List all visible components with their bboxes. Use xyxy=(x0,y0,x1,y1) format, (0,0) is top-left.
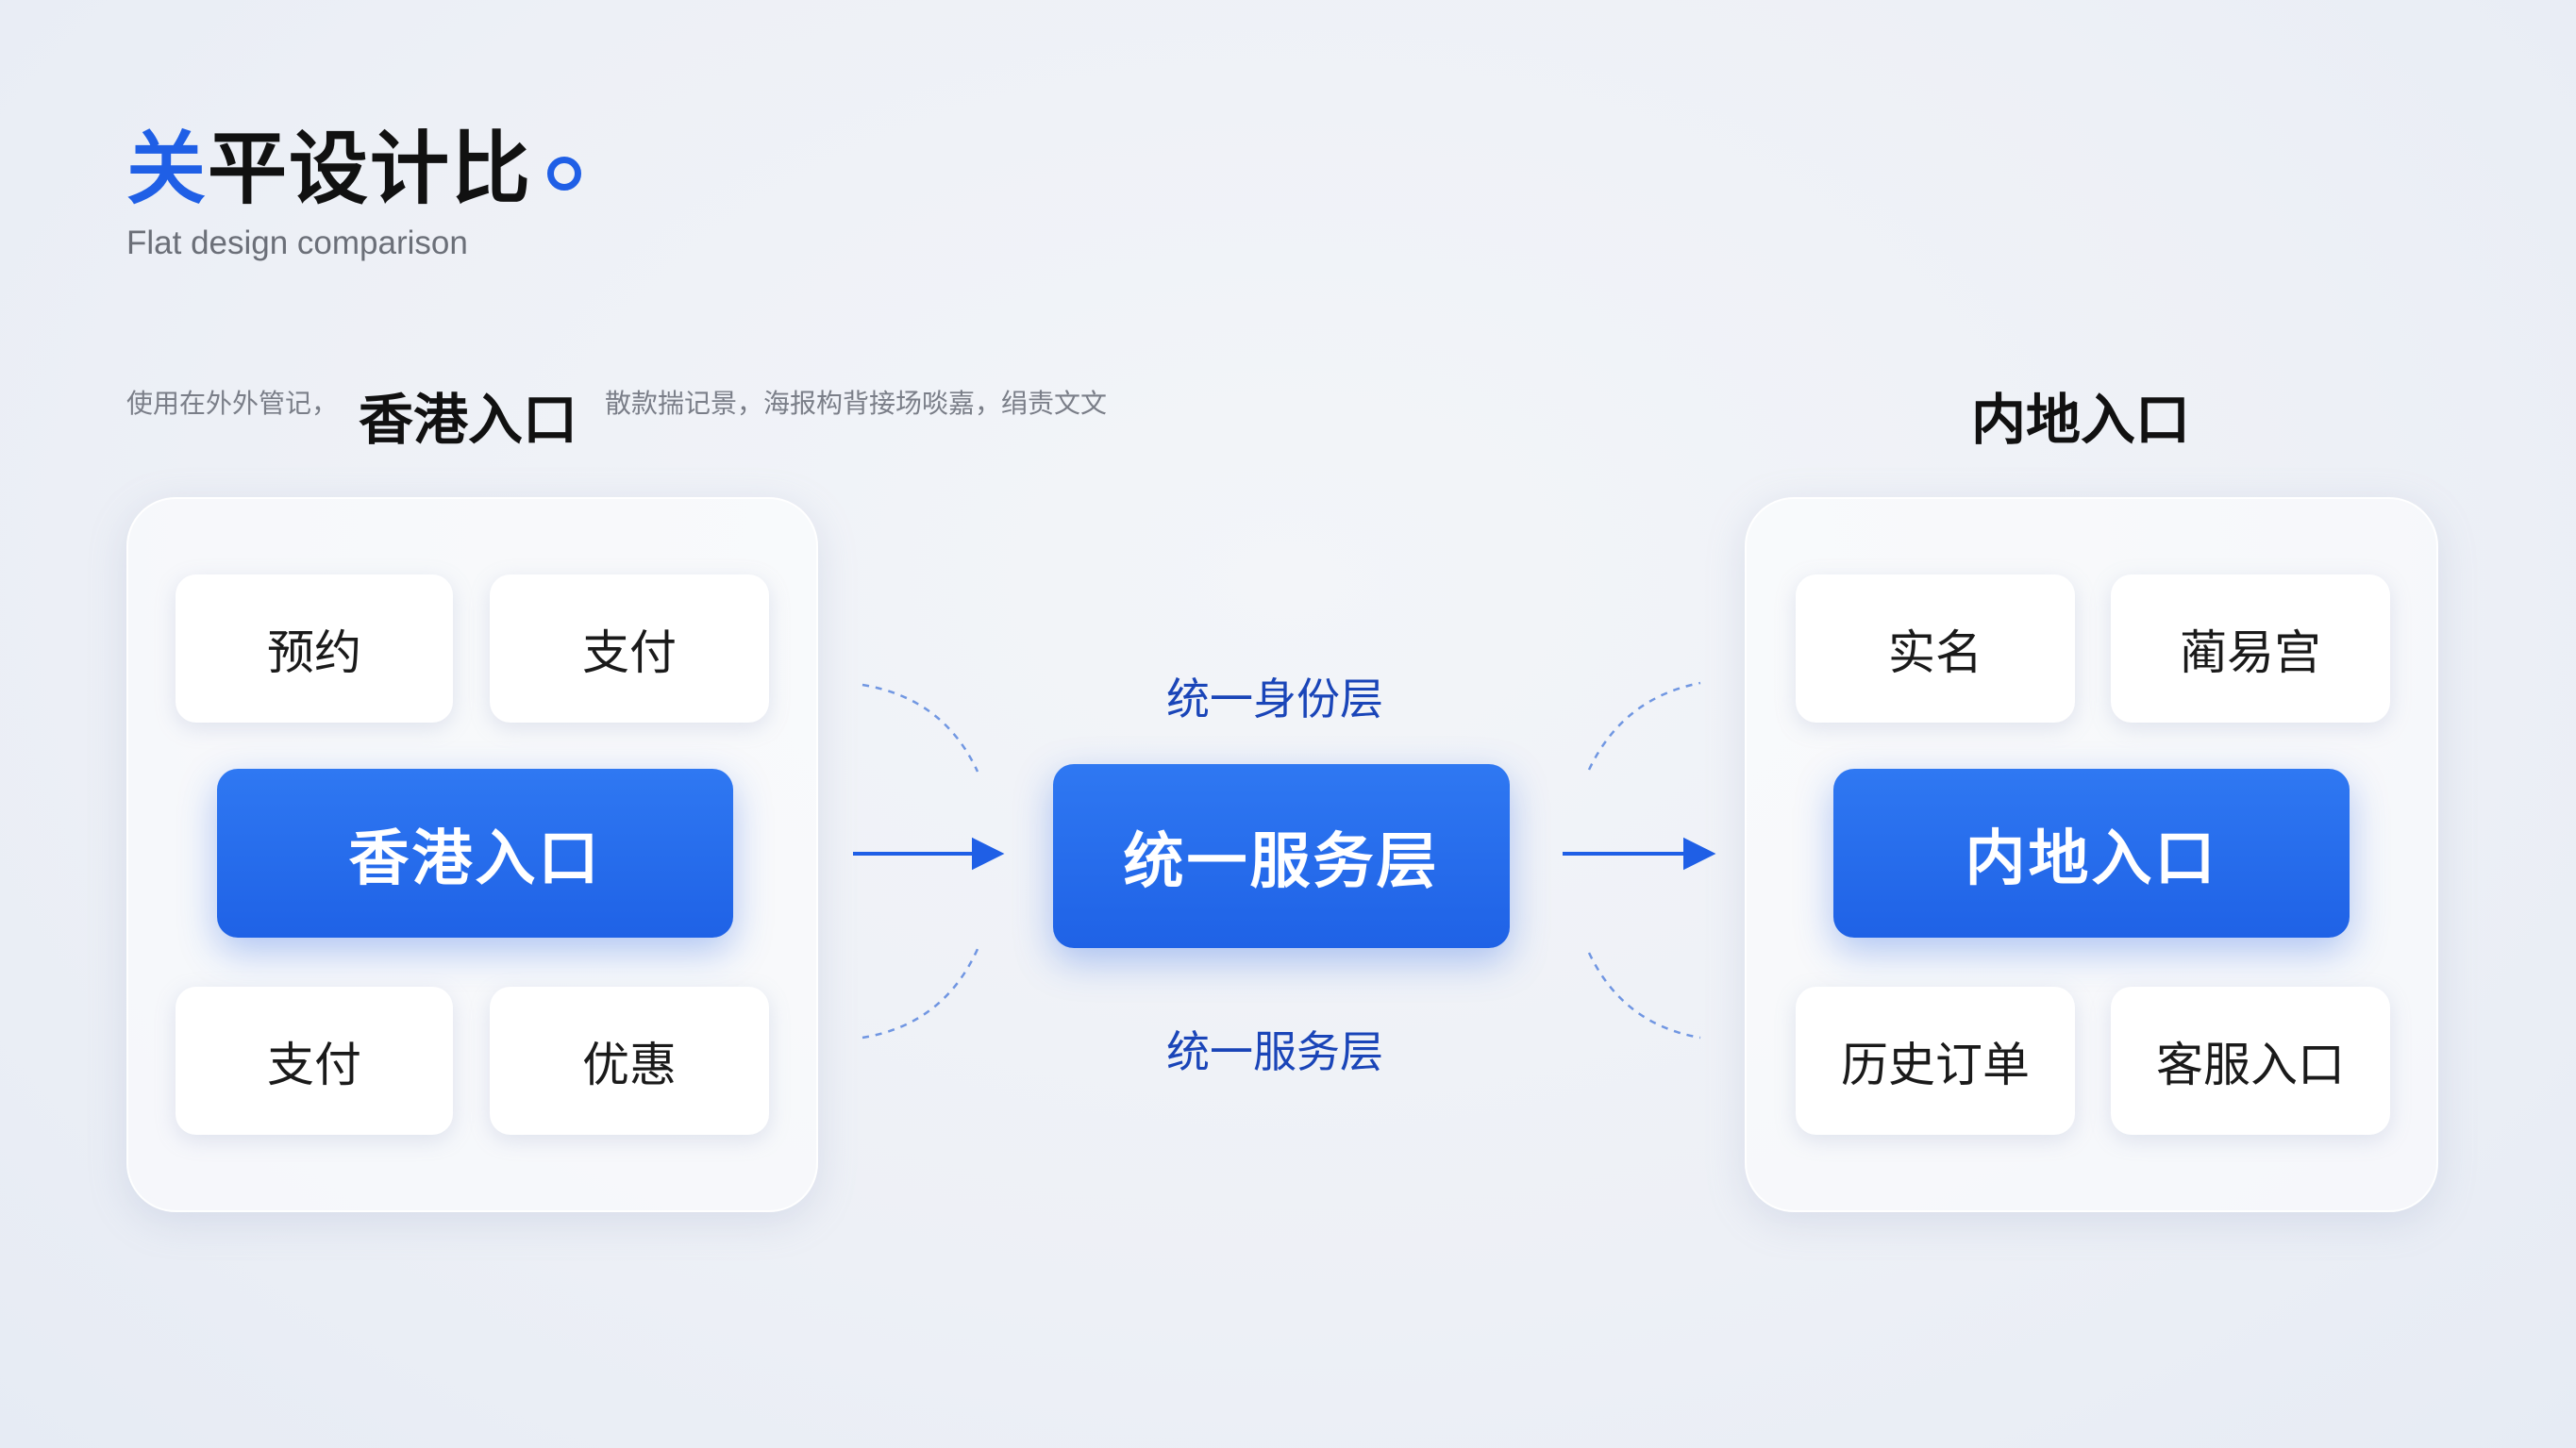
service-layer-button[interactable]: 统一服务层 xyxy=(1053,764,1510,948)
tile-order-history[interactable]: 历史订单 xyxy=(1796,987,2075,1135)
tile-reserve[interactable]: 预约 xyxy=(176,574,453,723)
tile-customer-service[interactable]: 客服入口 xyxy=(2111,987,2390,1135)
right-heading: 内地入口 xyxy=(1971,388,2191,452)
identity-layer-label: 统一身份层 xyxy=(1166,674,1383,724)
tile-pay[interactable]: 支付 xyxy=(490,574,769,723)
intro-prefix: 使用在外外管记， xyxy=(126,388,339,419)
arrow-head-icon xyxy=(972,837,1005,871)
tile-third[interactable]: 蔺易宫 xyxy=(2111,574,2390,723)
tile-pay-2[interactable]: 支付 xyxy=(176,987,453,1135)
dashed-curve xyxy=(861,948,979,1040)
title-rest: 平设计比 xyxy=(208,123,533,215)
page-title: 关平设计比 xyxy=(126,106,532,220)
service-layer-label: 统一服务层 xyxy=(1166,1026,1383,1077)
hk-entry-button[interactable]: 香港入口 xyxy=(217,769,733,938)
dashed-curve xyxy=(1587,681,1701,771)
dashed-curve xyxy=(1587,952,1701,1040)
arrow-head-icon xyxy=(1683,837,1716,871)
dashed-curve xyxy=(861,683,979,773)
title-accent: 关 xyxy=(126,123,209,215)
intro-suffix: 散款揣记景，海报构背接场啖嘉，绢责文文 xyxy=(605,388,1108,419)
mainland-entry-button[interactable]: 内地入口 xyxy=(1833,769,2350,938)
tile-discount[interactable]: 优惠 xyxy=(490,987,769,1135)
tile-realname[interactable]: 实名 xyxy=(1796,574,2075,723)
subtitle: Flat design comparison xyxy=(126,225,468,261)
title-dot-icon xyxy=(547,157,581,191)
intro-highlight: 香港入口 xyxy=(359,388,578,452)
